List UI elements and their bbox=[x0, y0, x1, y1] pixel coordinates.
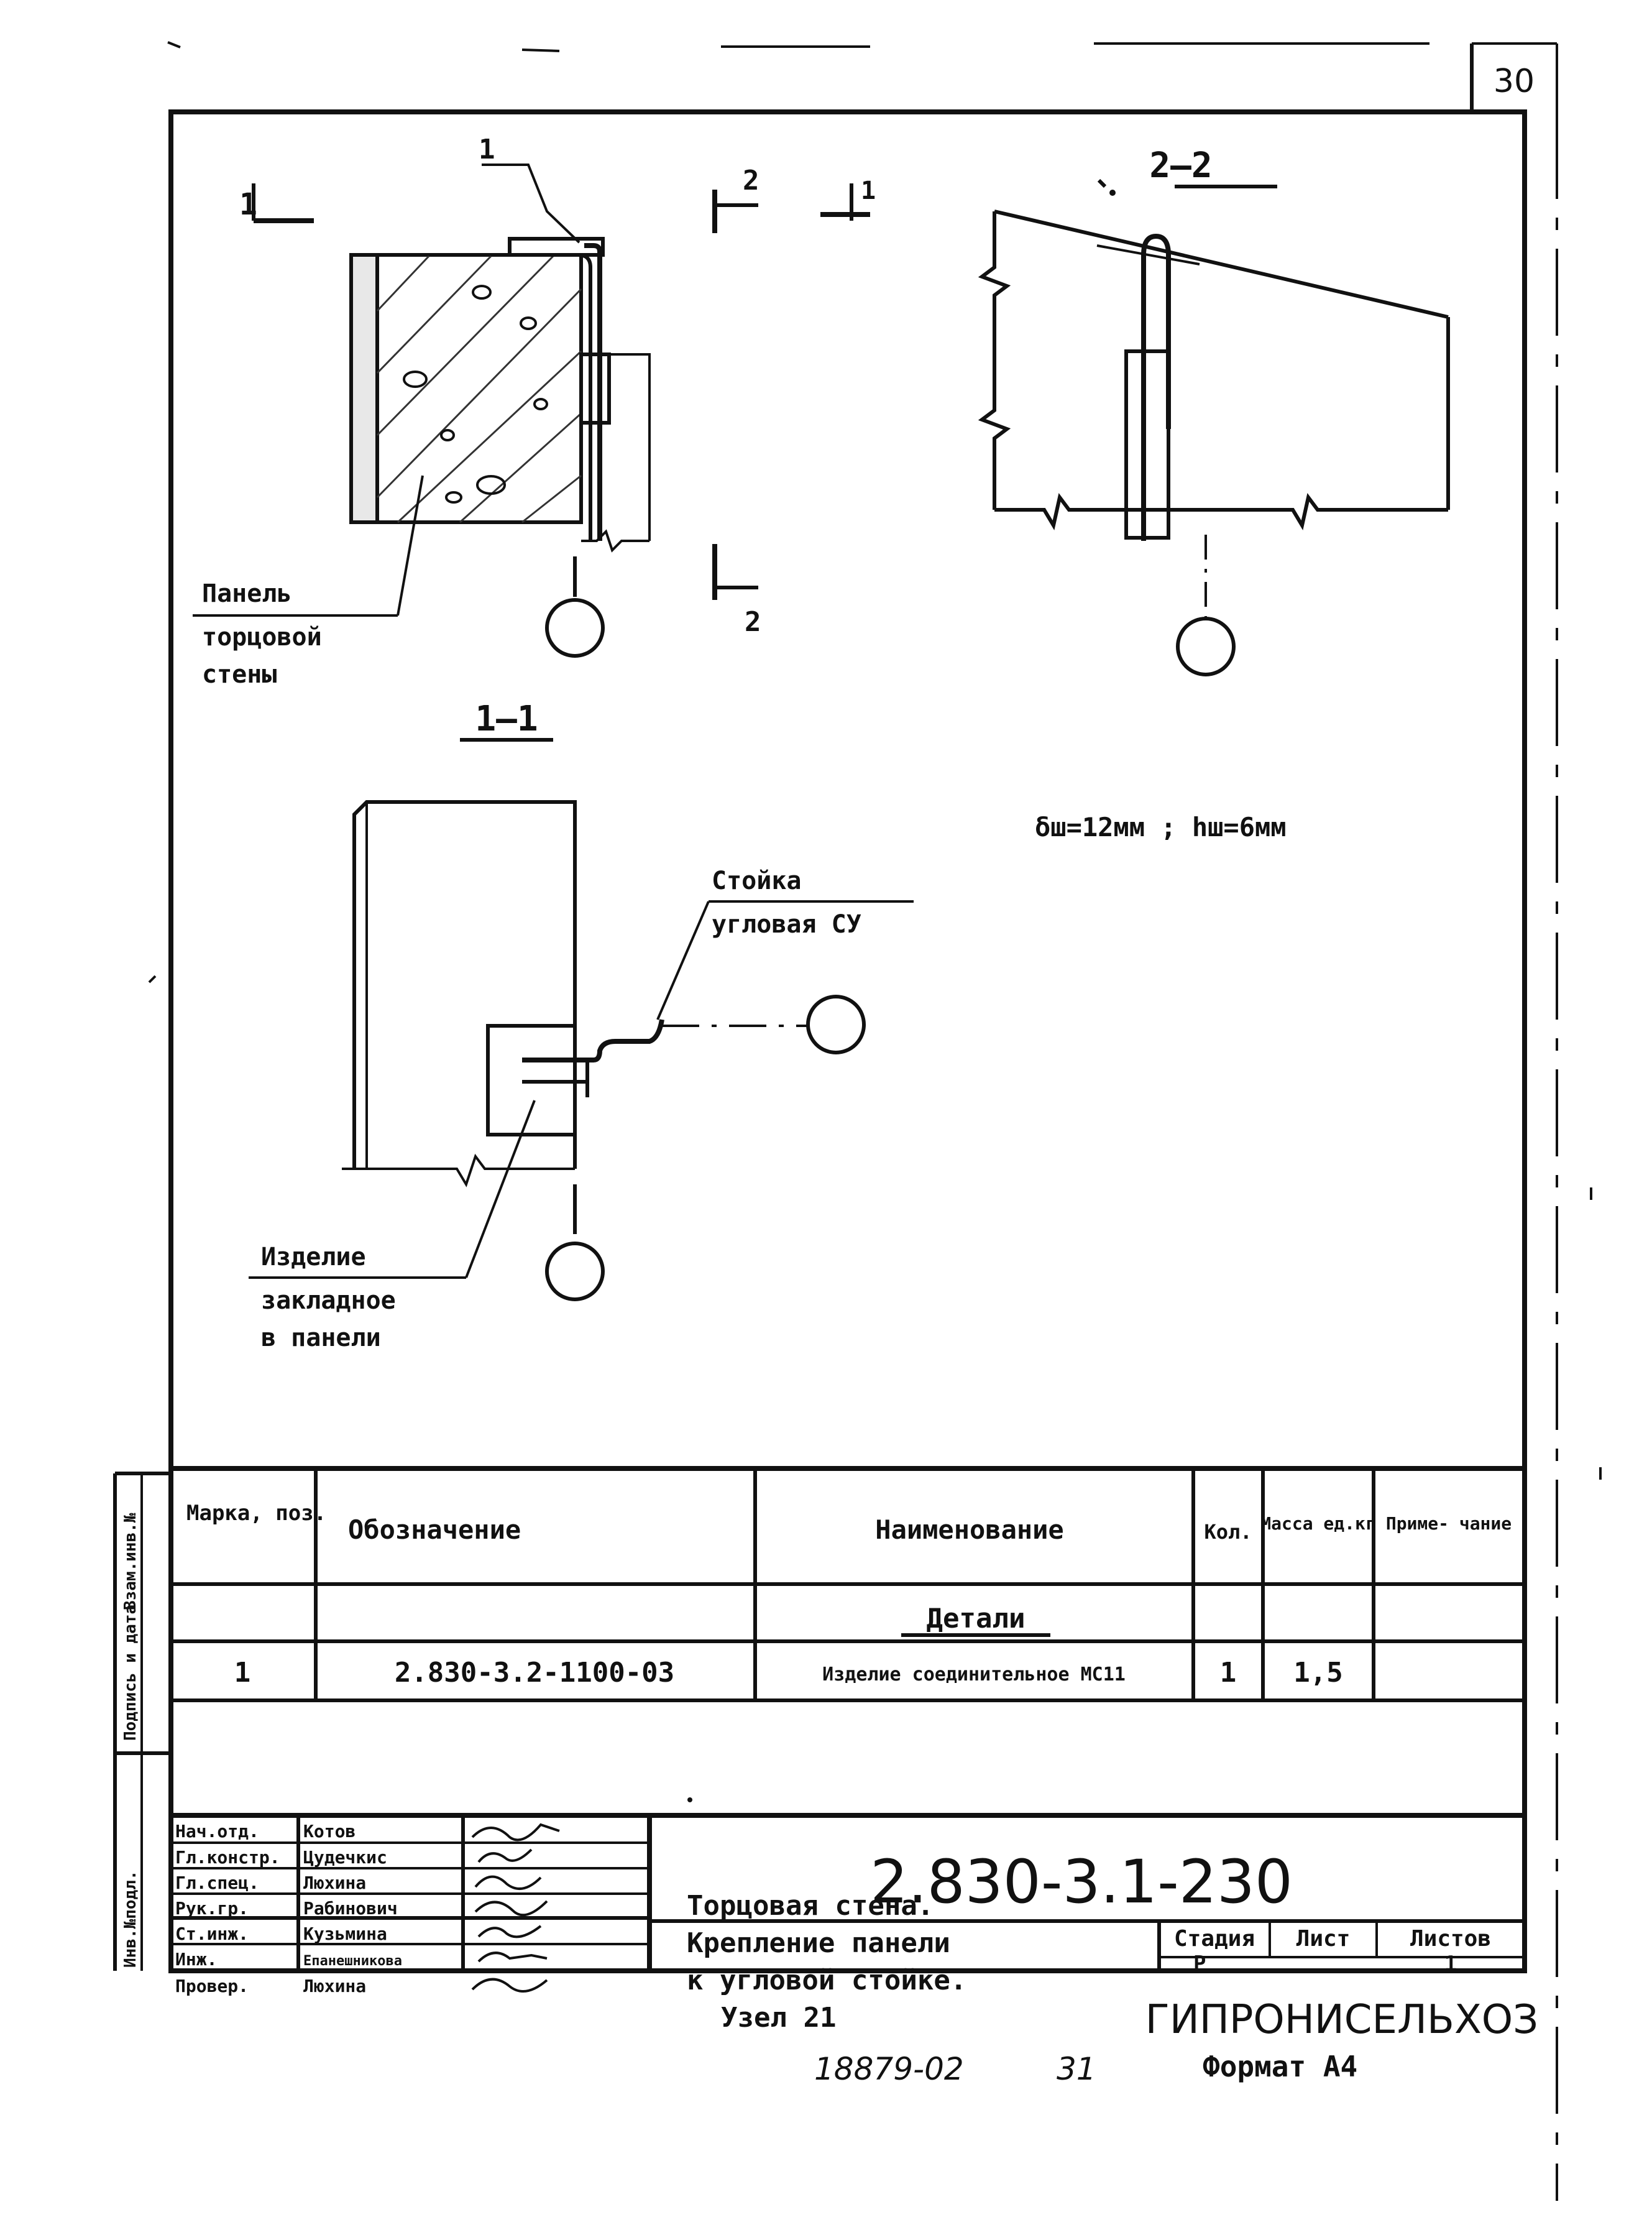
spec-header-mass: Масса ед.кг bbox=[1260, 1513, 1375, 1534]
panel-label-3: стены bbox=[202, 660, 277, 689]
sheets-value: 1 bbox=[1444, 1952, 1457, 1976]
spec-header-mark: Марка, поз. bbox=[186, 1501, 326, 1526]
role-3: Рук.гр. bbox=[175, 1898, 249, 1919]
embedded-label-1: Изделие bbox=[261, 1243, 366, 1271]
role-5: Инж. bbox=[175, 1949, 217, 1970]
stage-header: Стадия bbox=[1174, 1926, 1255, 1952]
role-4: Ст.инж. bbox=[175, 1924, 249, 1944]
sheets-header: Листов bbox=[1410, 1926, 1491, 1952]
title-line-3: к угловой стойке. bbox=[687, 1965, 966, 1996]
name-6: Люхина bbox=[303, 1976, 366, 1996]
spec-row-1-mass: 1,5 bbox=[1293, 1657, 1342, 1689]
section-mark-2-bottom: 2 bbox=[745, 606, 761, 638]
title-line-1: Торцовая стена. bbox=[687, 1890, 934, 1922]
panel-label-2: торцовой bbox=[202, 623, 322, 652]
name-3: Рабинович bbox=[303, 1898, 398, 1919]
spec-table-grid bbox=[171, 1466, 1525, 1702]
section-2-2-title: 2—2 bbox=[1149, 145, 1212, 186]
title-line-2: Крепление панели bbox=[687, 1927, 950, 1959]
stand-label-2: угловая СУ bbox=[712, 910, 861, 939]
weld-note: δш=12мм ; hш=6мм bbox=[1035, 812, 1287, 842]
title-block-grid bbox=[171, 1813, 1525, 1971]
section-mark-1-right: 1 bbox=[861, 177, 876, 205]
role-0: Нач.отд. bbox=[175, 1821, 259, 1841]
doc-code: 2.830-3.1-230 bbox=[870, 1847, 1293, 1917]
embedded-label-3: в панели bbox=[261, 1324, 381, 1352]
name-0: Котов bbox=[303, 1821, 356, 1841]
spec-header-qty: Кол. bbox=[1204, 1520, 1252, 1544]
role-6: Провер. bbox=[175, 1976, 249, 1996]
role-1: Гл.констр. bbox=[175, 1847, 280, 1868]
archive-number: 18879-02 bbox=[814, 2051, 964, 2087]
spec-row-1-pos: 1 bbox=[234, 1657, 251, 1689]
leader-pos-1: 1 bbox=[479, 134, 495, 165]
title-line-4: Узел 21 bbox=[721, 2002, 836, 2034]
side-stamp-inv: Инв.№подл. bbox=[121, 1870, 140, 1968]
section-panel-drawing: 1 1 2 2 1 bbox=[193, 134, 876, 689]
stage-value: Р bbox=[1193, 1952, 1206, 1976]
section-1-1-drawing: 1—1 Стойка угловая СУ Изделие закладное … bbox=[249, 699, 1287, 1352]
sheet-frame bbox=[167, 41, 1558, 2201]
side-stamp-sign: Подпись и дата bbox=[121, 1605, 140, 1741]
sheet-header: Лист bbox=[1296, 1926, 1351, 1952]
section-mark-2-top: 2 bbox=[743, 165, 759, 196]
spec-row-1-qty: 1 bbox=[1220, 1657, 1237, 1689]
name-5: Епанешникова bbox=[303, 1953, 402, 1969]
scan-noise bbox=[148, 190, 1602, 1802]
footer-page-number: 31 bbox=[1057, 2051, 1096, 2087]
format-label: Формат А4 bbox=[1203, 2050, 1357, 2083]
section-1-1-title: 1—1 bbox=[475, 699, 538, 739]
name-4: Кузьмина bbox=[303, 1924, 387, 1944]
side-stamp bbox=[113, 1472, 171, 1971]
signatures bbox=[471, 1823, 560, 1993]
side-stamp-replace: Взам.инв.№ bbox=[121, 1513, 140, 1610]
organization: ГИПРОНИСЕЛЬХОЗ bbox=[1145, 1997, 1538, 2043]
section-2-2-drawing: 2—2 bbox=[978, 145, 1450, 676]
panel-label-1: Панель bbox=[202, 579, 292, 608]
spec-header-note: Приме- чание bbox=[1386, 1513, 1512, 1534]
spec-row-1-designation: 2.830-3.2-1100-03 bbox=[395, 1657, 674, 1689]
role-2: Гл.спец. bbox=[175, 1873, 259, 1893]
name-1: Цудечкис bbox=[303, 1847, 387, 1868]
spec-header-name: Наименование bbox=[875, 1514, 1063, 1545]
spec-row-1-name: Изделие соединительное МС11 bbox=[822, 1664, 1126, 1685]
embedded-label-2: закладное bbox=[261, 1286, 396, 1315]
spec-header-designation: Обозначение bbox=[348, 1514, 521, 1545]
name-2: Люхина bbox=[303, 1873, 366, 1893]
spec-section-title: Детали bbox=[927, 1603, 1026, 1634]
sheet-number: 30 bbox=[1494, 63, 1535, 100]
stand-label-1: Стойка bbox=[712, 867, 802, 895]
